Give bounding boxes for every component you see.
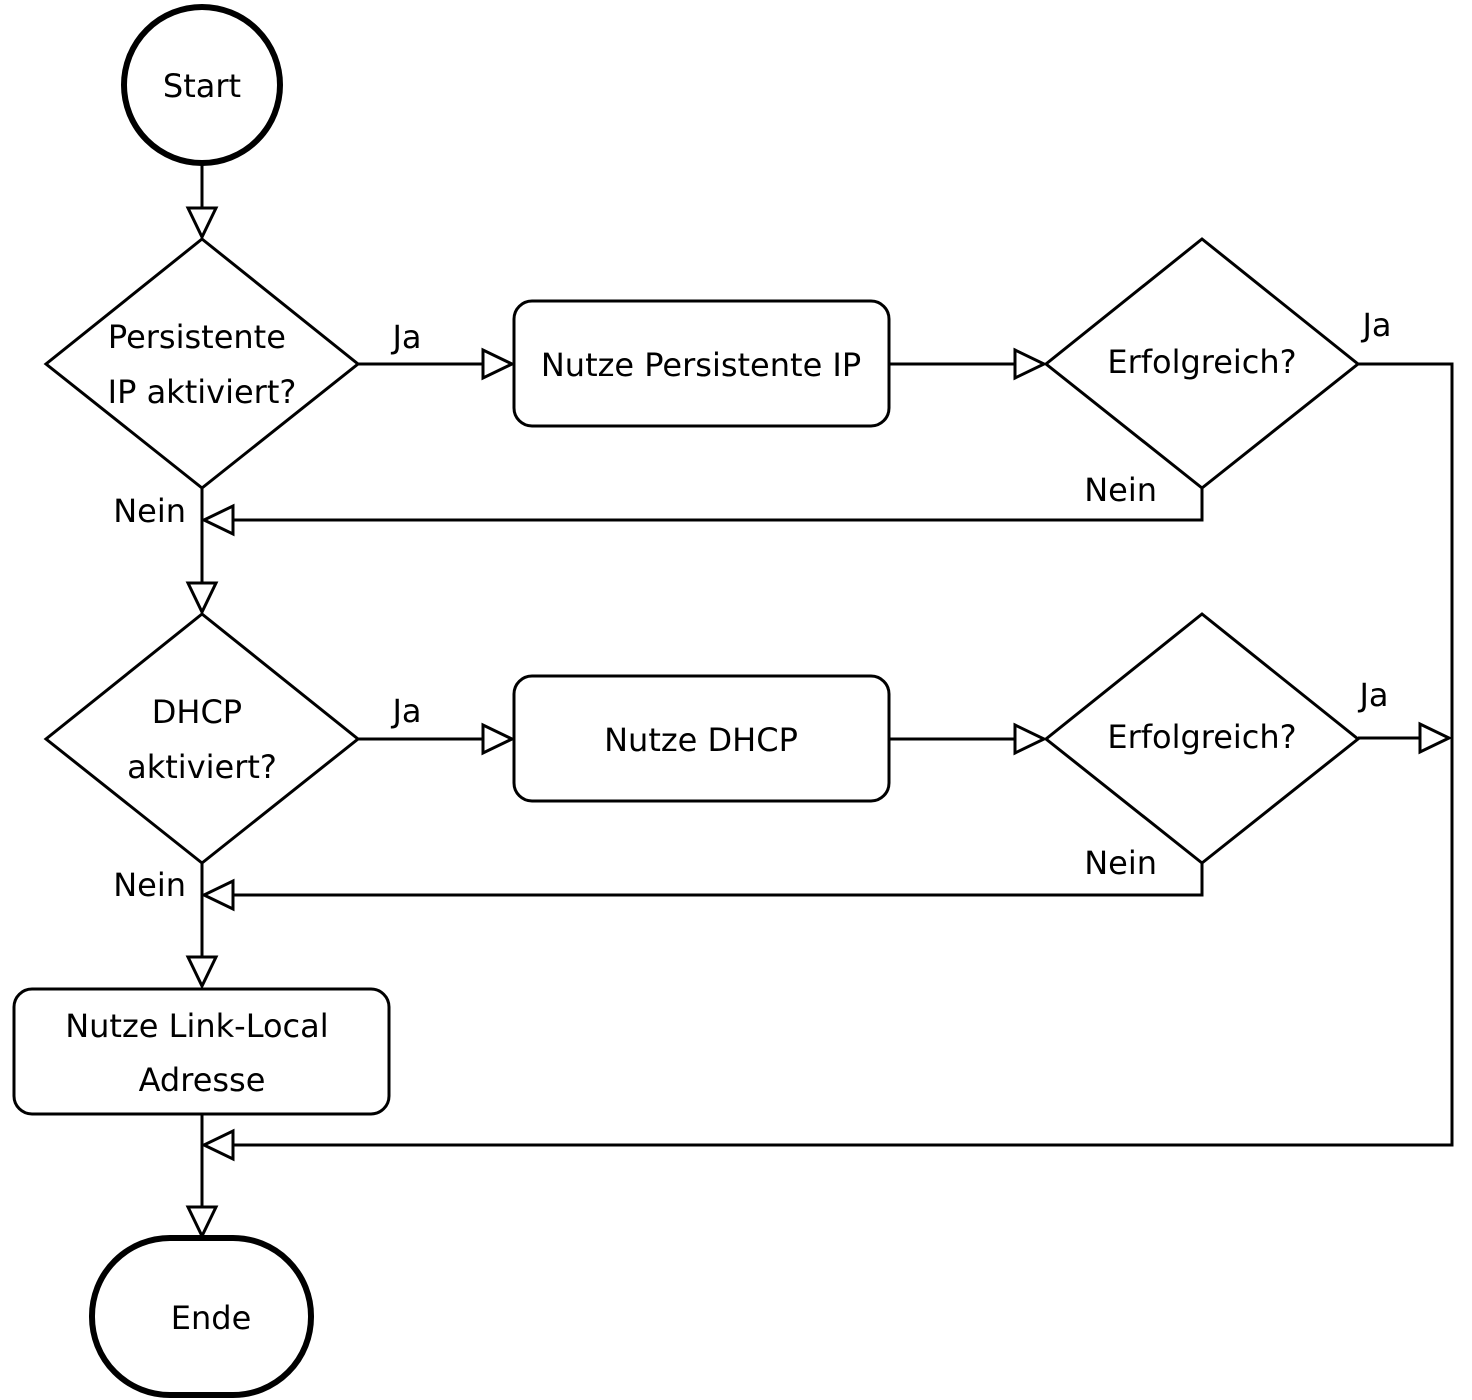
use-persistent-ip-process: Nutze Persistente IP <box>512 299 891 428</box>
dhcp-decision-label: DHCP aktiviert? <box>127 693 277 786</box>
edge-labels: Ja Nein Ja Nein Ja Nein Ja Nein <box>113 306 1391 904</box>
arrowhead-left <box>200 503 235 537</box>
edge-success-1-yes <box>232 362 1454 1147</box>
success-2-no-label: Nein <box>1084 844 1157 882</box>
arrowhead-right <box>1013 722 1048 756</box>
success-2-label: Erfolgreich? <box>1107 718 1296 756</box>
arrowheads <box>185 206 1453 1240</box>
persistent-no-label: Nein <box>113 492 186 530</box>
connectors <box>200 164 1454 1208</box>
end-label: Ende <box>171 1299 252 1337</box>
persistent-ip-decision-label: Persistente IP aktiviert? <box>108 318 297 411</box>
arrowhead-left <box>200 1128 235 1162</box>
success-2-yes-label: Ja <box>1357 676 1388 714</box>
persistent-ip-decision: Persistente IP aktiviert? <box>43 237 361 490</box>
arrowhead-down <box>185 581 219 616</box>
arrowhead-right <box>481 347 516 381</box>
start-node: Start <box>121 4 283 166</box>
arrowhead-down <box>185 1205 219 1240</box>
link-local-process: Nutze Link-Local Adresse <box>12 987 391 1116</box>
use-dhcp-process: Nutze DHCP <box>512 674 891 803</box>
arrowhead-right <box>1418 721 1453 755</box>
arrowhead-down <box>185 955 219 990</box>
success-1-label: Erfolgreich? <box>1107 343 1296 381</box>
dhcp-no-label: Nein <box>113 866 186 904</box>
link-local-label: Nutze Link-Local Adresse <box>65 1007 339 1099</box>
end-node: Ende <box>89 1235 314 1398</box>
arrowhead-right <box>1013 347 1048 381</box>
start-label: Start <box>163 67 241 105</box>
arrowhead-right <box>481 722 516 756</box>
arrowhead-down <box>185 206 219 241</box>
edge-success-1-no <box>232 488 1204 522</box>
dhcp-decision: DHCP aktiviert? <box>43 612 361 865</box>
success-1-decision: Erfolgreich? <box>1043 237 1361 490</box>
success-1-yes-label: Ja <box>1360 306 1391 344</box>
dhcp-yes-label: Ja <box>390 692 421 730</box>
persistent-yes-label: Ja <box>390 318 421 356</box>
arrowhead-left <box>200 878 235 912</box>
success-1-no-label: Nein <box>1084 471 1157 509</box>
use-persistent-ip-label: Nutze Persistente IP <box>541 346 861 384</box>
edge-success-2-no <box>232 863 1204 897</box>
use-dhcp-label: Nutze DHCP <box>604 721 798 759</box>
success-2-decision: Erfolgreich? <box>1043 612 1361 865</box>
